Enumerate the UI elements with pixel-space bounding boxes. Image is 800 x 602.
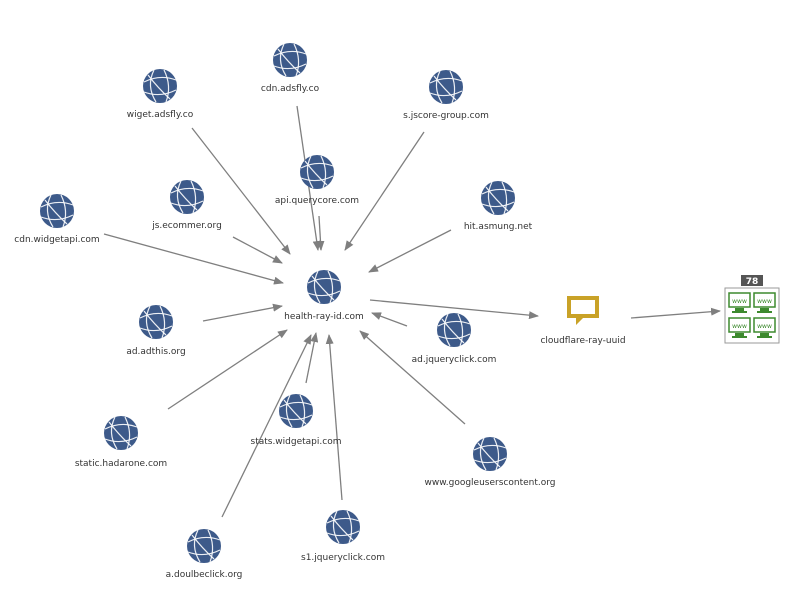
node-cdn-widgetapi-com[interactable]: cdn.widgetapi.com (14, 194, 100, 245)
edge-js-ecommer-org-to-health-ray-id-com (232, 236, 283, 264)
node-label: cdn.widgetapi.com (14, 235, 99, 245)
edge-s1-jqueryclick-com-to-health-ray-id-com (325, 334, 343, 501)
www-server-icon: www (753, 292, 776, 313)
node-s-jscore-group-com[interactable]: s.jscore-group.com (403, 70, 489, 121)
server-group-icon: www www www www 78 (724, 275, 780, 344)
node-www-googleuserscontent-org[interactable]: www.googleuserscontent.org (425, 437, 556, 488)
edge-s-jscore-group-com-to-health-ray-id-com (344, 131, 425, 251)
edges-layer (103, 105, 721, 518)
globe-icon (170, 180, 204, 214)
edge-a-doulbeclick-org-to-health-ray-id-com (221, 334, 312, 518)
node-health-ray-id-com[interactable]: health-ray-id.com (284, 270, 364, 322)
www-label: www (732, 298, 747, 305)
nodes-layer: cdn.adsfly.co wiget.adsfly.co s.jscore-gro… (14, 43, 780, 580)
node-label: www.googleuserscontent.org (425, 478, 556, 488)
globe-icon (273, 43, 307, 77)
node-ad-jqueryclick-com[interactable]: ad.jqueryclick.com (412, 313, 497, 365)
edge-api-querycore-com-to-health-ray-id-com (316, 215, 325, 251)
node-server-group[interactable]: www www www www 78 (724, 275, 780, 344)
node-api-querycore-com[interactable]: api.querycore.com (275, 155, 359, 206)
globe-icon (139, 305, 173, 339)
node-label: ad.jqueryclick.com (412, 355, 497, 365)
node-js-ecommer-org[interactable]: js.ecommer.org (151, 180, 222, 231)
globe-icon (187, 529, 221, 563)
node-a-doulbeclick-org[interactable]: a.doulbeclick.org (166, 529, 243, 580)
node-label: js.ecommer.org (151, 221, 222, 231)
node-label: a.doulbeclick.org (166, 570, 243, 580)
node-label: wiget.adsfly.co (127, 110, 194, 120)
www-server-icon: www (753, 317, 776, 338)
globe-icon (326, 510, 360, 544)
edge-ad-jqueryclick-com-to-health-ray-id-com (371, 312, 408, 327)
node-stats-widgetapi-com[interactable]: stats.widgetapi.com (251, 394, 342, 447)
node-label: api.querycore.com (275, 196, 359, 206)
comment-icon (567, 296, 599, 325)
node-label: cloudflare-ray-uuid (540, 336, 625, 346)
globe-icon (473, 437, 507, 471)
www-server-icon: www (728, 317, 751, 338)
edge-hit-asmung-net-to-health-ray-id-com (368, 229, 452, 273)
node-wiget-adsfly-co[interactable]: wiget.adsfly.co (127, 69, 194, 120)
node-static-hadarone-com[interactable]: static.hadarone.com (75, 416, 167, 469)
node-label: static.hadarone.com (75, 459, 167, 469)
edge-www-googleuserscontent-org-to-health-ray-id-com (359, 330, 466, 425)
node-label: ad.adthis.org (126, 347, 185, 357)
count-badge: 78 (741, 275, 763, 287)
node-label: s1.jqueryclick.com (301, 553, 385, 563)
globe-icon (300, 155, 334, 189)
edge-ad-adthis-org-to-health-ray-id-com (202, 303, 283, 322)
node-label: stats.widgetapi.com (251, 437, 342, 447)
edge-cloudflare-ray-uuid-to-server-group (630, 307, 721, 319)
globe-icon (143, 69, 177, 103)
node-cdn-adsfly-co[interactable]: cdn.adsfly.co (261, 43, 320, 94)
globe-icon (104, 416, 138, 450)
globe-icon (481, 181, 515, 215)
globe-icon (279, 394, 313, 428)
edge-static-hadarone-com-to-health-ray-id-com (167, 329, 288, 410)
www-label: www (757, 298, 772, 305)
node-s1-jqueryclick-com[interactable]: s1.jqueryclick.com (301, 510, 385, 563)
edge-cdn-widgetapi-com-to-health-ray-id-com (103, 233, 284, 285)
globe-icon (437, 313, 471, 347)
node-label: hit.asmung.net (464, 222, 533, 232)
node-label: cdn.adsfly.co (261, 84, 320, 94)
www-label: www (732, 323, 747, 330)
www-server-icon: www (728, 292, 751, 313)
node-label: health-ray-id.com (284, 312, 364, 322)
globe-icon (307, 270, 341, 304)
node-label: s.jscore-group.com (403, 111, 489, 121)
edge-stats-widgetapi-com-to-health-ray-id-com (305, 332, 319, 384)
node-hit-asmung-net[interactable]: hit.asmung.net (464, 181, 533, 232)
globe-icon (429, 70, 463, 104)
www-label: www (757, 323, 772, 330)
edge-wiget-adsfly-co-to-health-ray-id-com (191, 127, 291, 255)
count-badge-text: 78 (746, 277, 759, 287)
globe-icon (40, 194, 74, 228)
node-ad-adthis-org[interactable]: ad.adthis.org (126, 305, 186, 357)
edge-health-ray-id-com-to-cloudflare-ray-uuid (369, 299, 539, 320)
node-cloudflare-ray-uuid[interactable]: cloudflare-ray-uuid (540, 296, 626, 346)
